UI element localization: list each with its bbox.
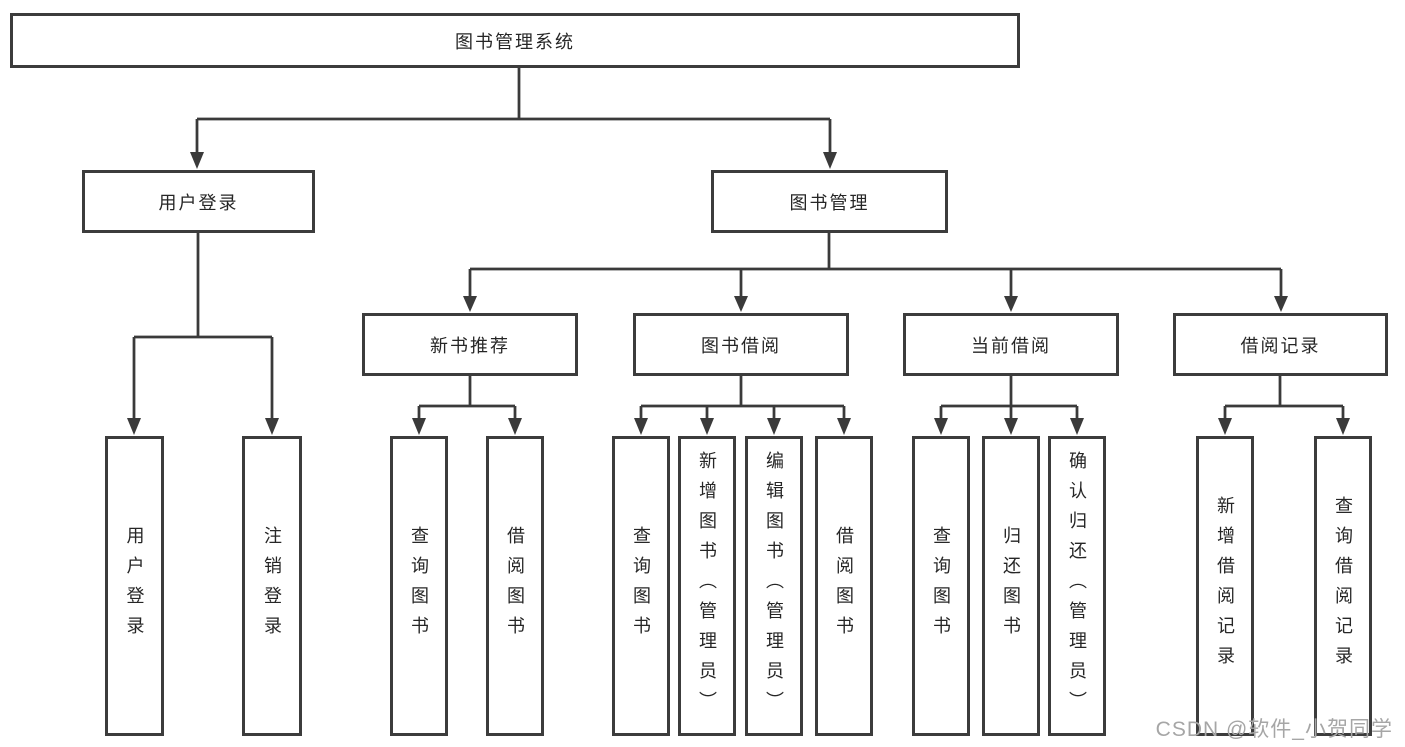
leaf-records-add-record: 新增借阅记录 xyxy=(1196,436,1254,736)
node-user-login-label: 用户登录 xyxy=(158,192,239,213)
arrowheads xyxy=(127,152,1350,435)
node-new-book-recommend-label: 新书推荐 xyxy=(430,335,510,356)
leaf-user-login-label: 用户登录 xyxy=(124,526,145,646)
leaf-current-confirm-return-admin-label: 确认归还（管理员） xyxy=(1067,451,1087,721)
leaf-newbooks-query-books: 查询图书 xyxy=(390,436,448,736)
leaf-records-query-record-label: 查询借阅记录 xyxy=(1333,496,1353,676)
node-root: 图书管理系统 xyxy=(10,13,1020,68)
node-book-management: 图书管理 xyxy=(711,170,948,233)
node-current-borrowing-label: 当前借阅 xyxy=(971,335,1051,356)
leaf-borrowing-add-books-admin: 新增图书（管理员） xyxy=(678,436,736,736)
leaf-current-query-books-label: 查询图书 xyxy=(931,526,951,646)
leaf-newbooks-borrow-books: 借阅图书 xyxy=(486,436,544,736)
leaf-borrowing-edit-books-admin-label: 编辑图书（管理员） xyxy=(764,451,784,721)
node-new-book-recommend: 新书推荐 xyxy=(362,313,578,376)
node-book-borrowing-label: 图书借阅 xyxy=(701,335,781,356)
node-user-login: 用户登录 xyxy=(82,170,315,233)
leaf-newbooks-query-books-label: 查询图书 xyxy=(409,526,429,646)
node-root-label: 图书管理系统 xyxy=(455,31,575,52)
leaf-current-query-books: 查询图书 xyxy=(912,436,970,736)
node-book-borrowing: 图书借阅 xyxy=(633,313,849,376)
node-current-borrowing: 当前借阅 xyxy=(903,313,1119,376)
leaf-borrowing-edit-books-admin: 编辑图书（管理员） xyxy=(745,436,803,736)
leaf-records-query-record: 查询借阅记录 xyxy=(1314,436,1372,736)
leaf-borrowing-borrow-books-label: 借阅图书 xyxy=(834,526,854,646)
csdn-watermark: CSDN @软件_小贺同学 xyxy=(1155,718,1393,741)
leaf-borrowing-add-books-admin-label: 新增图书（管理员） xyxy=(697,451,717,721)
leaf-newbooks-borrow-books-label: 借阅图书 xyxy=(505,526,525,646)
leaf-current-confirm-return-admin: 确认归还（管理员） xyxy=(1048,436,1106,736)
leaf-borrowing-query-books: 查询图书 xyxy=(612,436,670,736)
node-book-management-label: 图书管理 xyxy=(789,192,870,213)
leaf-logout: 注销登录 xyxy=(242,436,302,736)
leaf-records-add-record-label: 新增借阅记录 xyxy=(1215,496,1235,676)
leaf-current-return-books-label: 归还图书 xyxy=(1001,526,1021,646)
leaf-logout-label: 注销登录 xyxy=(262,526,282,646)
leaf-user-login: 用户登录 xyxy=(105,436,164,736)
node-borrowing-records: 借阅记录 xyxy=(1173,313,1388,376)
connector-paths xyxy=(132,68,1345,419)
leaf-current-return-books: 归还图书 xyxy=(982,436,1040,736)
leaf-borrowing-query-books-label: 查询图书 xyxy=(631,526,651,646)
node-borrowing-records-label: 借阅记录 xyxy=(1240,335,1321,356)
leaf-borrowing-borrow-books: 借阅图书 xyxy=(815,436,873,736)
